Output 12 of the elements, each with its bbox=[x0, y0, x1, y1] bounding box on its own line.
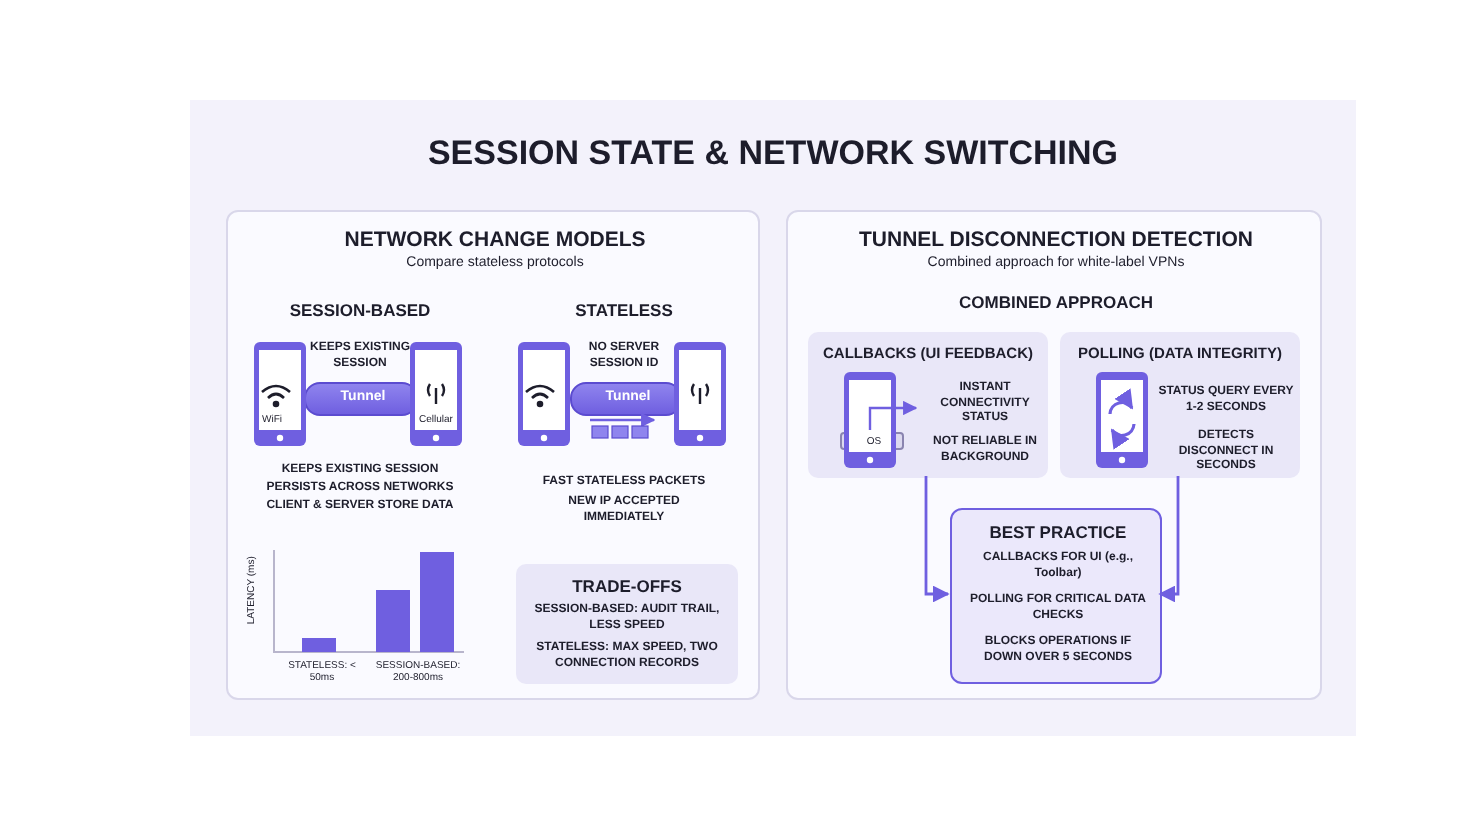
arrow bbox=[924, 476, 950, 603]
title: SESSION STATE & NETWORK SWITCHING bbox=[425, 132, 1121, 175]
section-heading: STATELESS bbox=[573, 300, 675, 322]
section-heading: SESSION-BASED bbox=[287, 300, 433, 322]
box-heading: TRADE-OFFS bbox=[570, 576, 684, 598]
panel-title: NETWORK CHANGE MODELS bbox=[342, 228, 648, 255]
arrow bbox=[1158, 476, 1180, 603]
box-heading: COMBINED APPROACH bbox=[957, 292, 1155, 314]
box-heading: BEST PRACTICE bbox=[987, 522, 1129, 544]
panel bbox=[786, 210, 1322, 700]
best-practice-box bbox=[950, 508, 1162, 684]
panel-title: TUNNEL DISCONNECTION DETECTION bbox=[857, 228, 1255, 255]
